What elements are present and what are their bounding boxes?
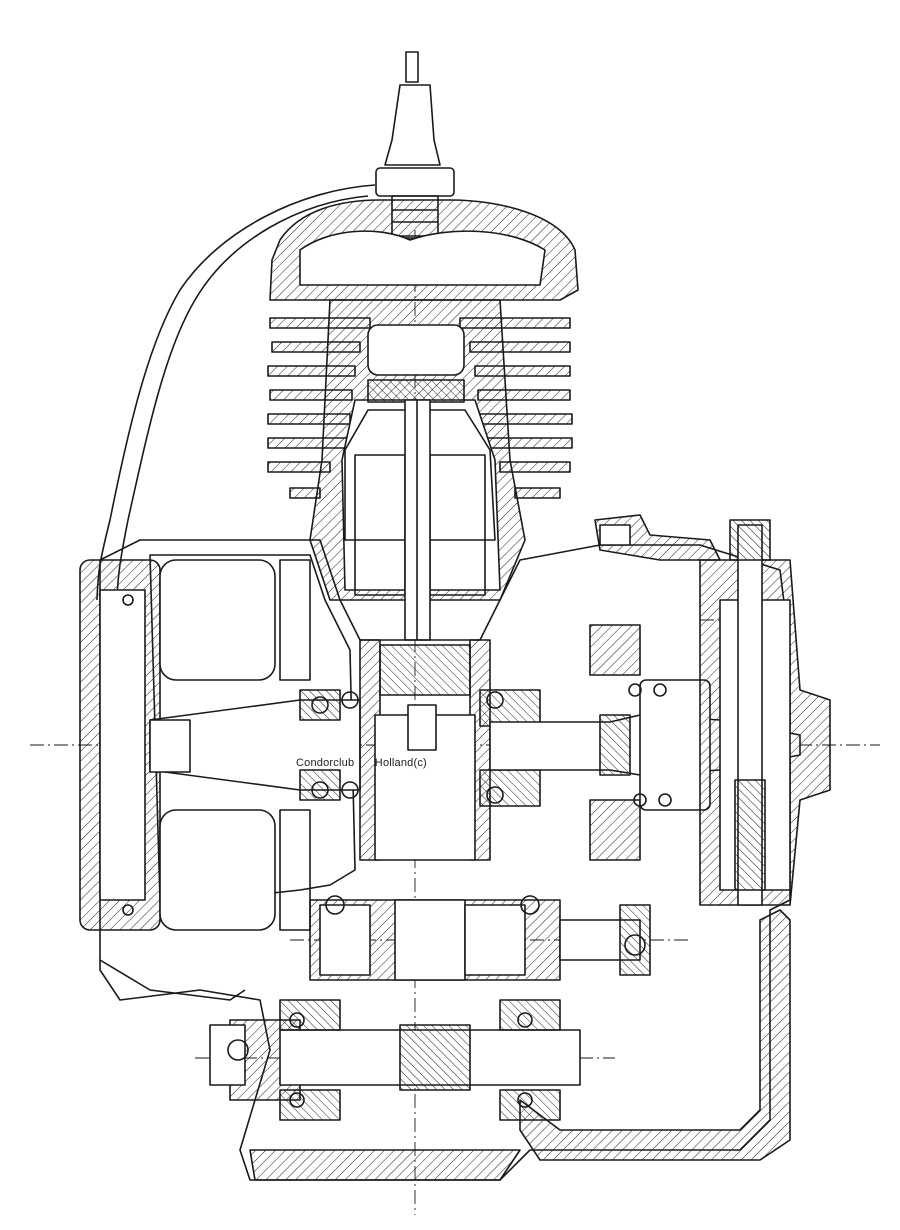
fasteners xyxy=(122,594,646,1061)
flywheel-magneto xyxy=(79,559,311,931)
layshaft xyxy=(209,999,581,1121)
crankshaft xyxy=(149,689,361,801)
watermark-part2: Holland(c) xyxy=(374,757,427,769)
gearbox-housing xyxy=(519,909,791,1161)
watermark-part1: Condorclub xyxy=(296,757,355,769)
engine-hood xyxy=(96,184,376,601)
clutch xyxy=(589,624,711,861)
watermark-text: Condorclub Holland(c) xyxy=(296,757,427,769)
gearbox xyxy=(309,895,651,981)
connecting-rod xyxy=(404,399,431,641)
